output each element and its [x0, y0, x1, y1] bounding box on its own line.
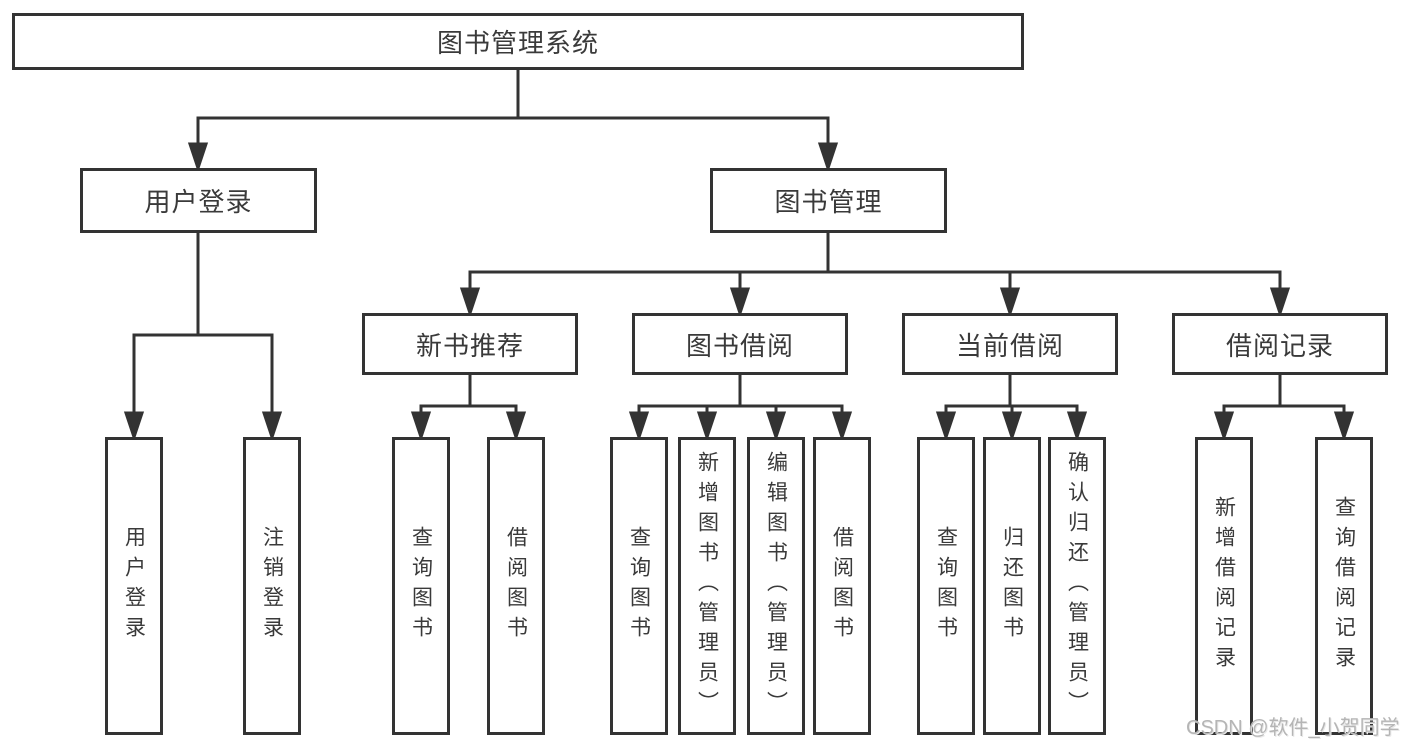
leaf-confirm-return-admin: 确认归还（管理员）: [1048, 437, 1106, 735]
leaf-query-books-recommend: 查询图书: [392, 437, 450, 735]
edge-user-login-to-leaves: [123, 233, 283, 442]
leaf-return-books: 归还图书: [983, 437, 1041, 735]
leaf-label: 查询图书: [409, 526, 433, 646]
edge-book-borrow-to-leaves: [628, 375, 853, 442]
node-label: 图书借阅: [685, 330, 794, 361]
csdn-watermark: CSDN @软件_小贺同学: [1186, 717, 1400, 739]
edge-new-book-recommend-to-leaves: [410, 375, 527, 442]
edge-book-management-to-level3: [459, 233, 1291, 318]
leaf-query-borrow-record: 查询借阅记录: [1315, 437, 1373, 735]
node-library-management-system: 图书管理系统: [12, 13, 1024, 70]
leaf-logout: 注销登录: [243, 437, 301, 735]
edge-root-to-level2: [187, 70, 839, 173]
leaf-add-borrow-record: 新增借阅记录: [1195, 437, 1253, 735]
leaf-edit-books-admin: 编辑图书（管理员）: [747, 437, 805, 735]
leaf-label: 用户登录: [122, 526, 146, 646]
node-user-login: 用户登录: [80, 168, 317, 233]
leaf-query-books-borrow: 查询图书: [610, 437, 668, 735]
node-book-borrow: 图书借阅: [632, 313, 848, 375]
leaf-borrow-books: 借阅图书: [813, 437, 871, 735]
node-label: 新书推荐: [415, 330, 524, 361]
leaf-label: 查询图书: [934, 526, 958, 646]
leaf-label: 查询借阅记录: [1332, 496, 1356, 676]
node-borrow-records: 借阅记录: [1172, 313, 1388, 375]
leaf-label: 确认归还（管理员）: [1065, 451, 1089, 721]
leaf-query-books-current: 查询图书: [917, 437, 975, 735]
leaf-label: 编辑图书（管理员）: [764, 451, 788, 721]
edge-borrow-records-to-leaves: [1213, 375, 1355, 442]
leaf-label: 查询图书: [627, 526, 651, 646]
leaf-user-login: 用户登录: [105, 437, 163, 735]
leaf-label: 归还图书: [1000, 526, 1024, 646]
edge-current-borrow-to-leaves: [935, 375, 1088, 442]
node-label: 图书管理: [774, 187, 883, 217]
leaf-label: 借阅图书: [830, 526, 854, 646]
leaf-label: 新增图书（管理员）: [695, 451, 719, 721]
leaf-add-books-admin: 新增图书（管理员）: [678, 437, 736, 735]
leaf-label: 注销登录: [260, 526, 284, 646]
leaf-label: 新增借阅记录: [1212, 496, 1236, 676]
leaf-label: 借阅图书: [504, 526, 528, 646]
node-current-borrow: 当前借阅: [902, 313, 1118, 375]
node-label: 用户登录: [144, 187, 253, 217]
node-label: 图书管理系统: [436, 28, 599, 58]
node-label: 借阅记录: [1225, 330, 1334, 361]
node-book-management: 图书管理: [710, 168, 947, 233]
node-new-book-recommend: 新书推荐: [362, 313, 578, 375]
node-label: 当前借阅: [955, 330, 1064, 361]
leaf-borrow-books-recommend: 借阅图书: [487, 437, 545, 735]
